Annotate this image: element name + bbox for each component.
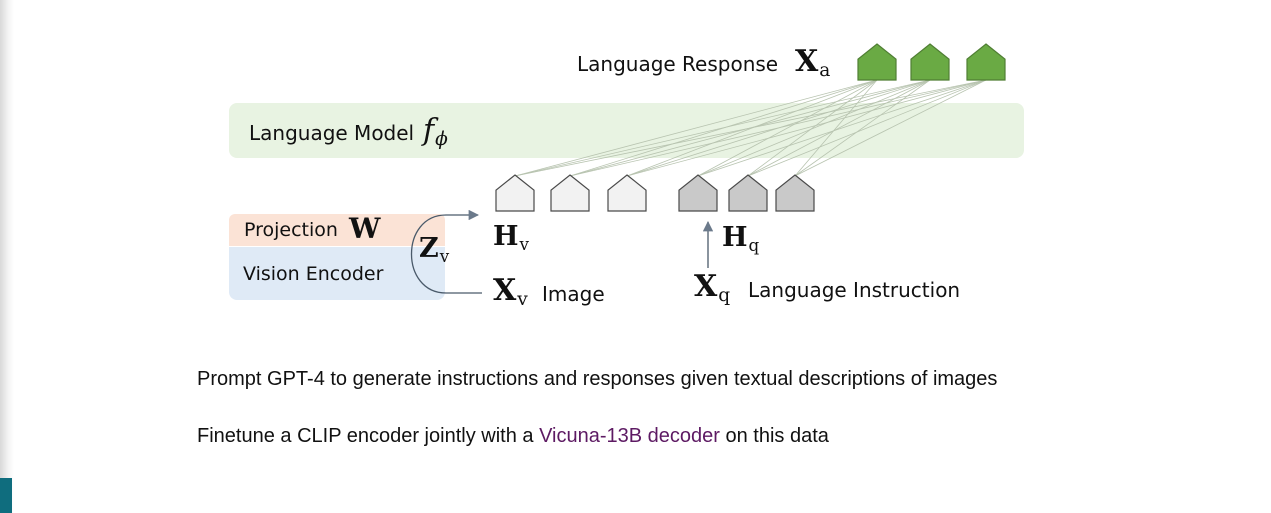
token-connections <box>514 79 987 177</box>
x-v-symbol: Xv <box>493 273 528 311</box>
token-connection-line <box>514 79 878 177</box>
vicuna-decoder-highlight: Vicuna-13B decoder <box>539 425 720 447</box>
image-label: Image <box>542 282 605 306</box>
instruction-token <box>728 174 768 212</box>
tokens-group <box>495 43 1006 212</box>
slide-left-shadow <box>0 0 14 513</box>
language-response-label: Language Response <box>577 52 779 76</box>
x-q-symbol: Xq <box>694 269 731 307</box>
caption-line-2: Finetune a CLIP encoder jointly with a V… <box>197 425 829 447</box>
token-connection-line <box>794 79 987 177</box>
token-connection-line <box>747 79 931 177</box>
response-token <box>857 43 897 81</box>
token-connection-line <box>626 79 987 177</box>
language-model-band <box>229 103 1024 158</box>
w-symbol: W <box>349 212 381 245</box>
token-connection-line <box>697 79 878 177</box>
image-token <box>495 174 535 212</box>
token-connection-line <box>626 79 878 177</box>
vision-encoder-label: Vision Encoder <box>243 263 384 285</box>
image-token <box>550 174 590 212</box>
token-connection-line <box>697 79 931 177</box>
token-connection-line <box>747 79 878 177</box>
token-connection-line <box>794 79 931 177</box>
token-connection-line <box>626 79 931 177</box>
caption-line-1: Prompt GPT-4 to generate instructions an… <box>197 368 998 390</box>
token-connection-line <box>747 79 987 177</box>
instruction-token <box>775 174 815 212</box>
token-connection-line <box>794 79 878 177</box>
h-q-symbol: Hq <box>722 222 760 255</box>
vision-flow-arrow <box>410 209 482 294</box>
slide-accent-bar <box>0 478 12 513</box>
token-connection-line <box>569 79 878 177</box>
response-token <box>966 43 1006 81</box>
instruction-token <box>678 174 718 212</box>
vision-encoder-band <box>229 247 445 300</box>
token-connection-line <box>697 79 987 177</box>
language-instruction-label: Language Instruction <box>748 278 961 302</box>
projection-label: Projection <box>244 219 338 241</box>
z-v-symbol: Zv <box>419 233 450 266</box>
x-a-symbol: Xa <box>795 44 831 82</box>
image-token <box>607 174 647 212</box>
language-model-label: Language Model <box>249 121 415 145</box>
response-token <box>910 43 950 81</box>
token-connection-line <box>569 79 931 177</box>
projection-band <box>229 214 445 246</box>
h-v-symbol: Hv <box>493 221 529 254</box>
f-phi-symbol: fϕ <box>423 113 448 151</box>
